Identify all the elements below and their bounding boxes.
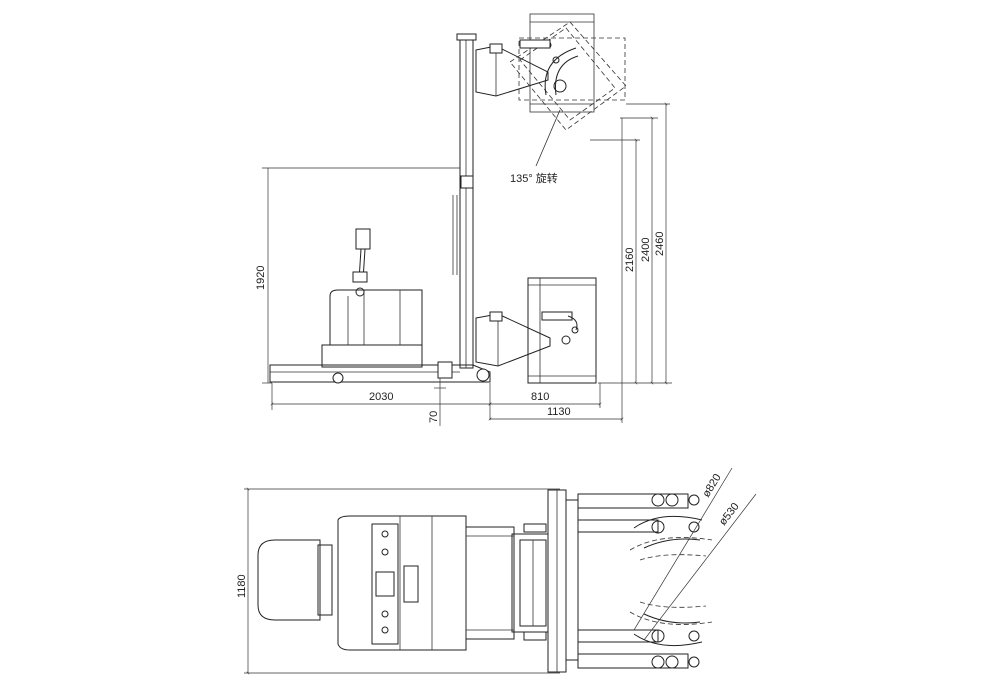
fork-carriage	[547, 489, 579, 673]
dim-2030-label: 2030	[369, 391, 393, 403]
dim-front-length: 1130	[488, 118, 624, 423]
side-view: 135° 旋转 1920 2030 70 810 1	[255, 13, 672, 426]
dim-base-length: 2030	[270, 383, 492, 420]
dim-820-label: ø820	[700, 472, 723, 500]
operator-platform	[257, 539, 333, 621]
dim-2160-label: 2160	[624, 248, 636, 272]
dim-width: 1180	[236, 487, 560, 675]
top-view: 1180	[236, 467, 757, 675]
dim-530-label: ø530	[717, 501, 742, 528]
power-unit	[321, 287, 423, 368]
lower-drum	[527, 277, 597, 384]
dim-fork-reach: 810	[488, 383, 602, 408]
rotation-note: 135° 旋转	[510, 171, 558, 185]
dim-1130-label: 1130	[547, 406, 571, 418]
dim-height-left: 1920	[255, 167, 460, 384]
chassis-base	[269, 361, 491, 384]
rotation-leader	[535, 109, 561, 167]
mast-frame	[465, 523, 549, 641]
control-handle	[352, 228, 371, 283]
dim-1180-label: 1180	[236, 574, 248, 598]
dim-2460-label: 2460	[654, 232, 666, 256]
upper-clamp-arm	[475, 39, 551, 97]
dim-2400-label: 2400	[640, 238, 652, 262]
dim-1920-label: 1920	[255, 266, 267, 290]
lower-clamp-arm	[475, 311, 579, 367]
dim-70-label: 70	[428, 411, 440, 423]
upper-drum	[509, 13, 627, 131]
dim-ground-clearance: 70	[428, 378, 446, 426]
dim-right-verticals: 2160 2400 2460	[590, 102, 672, 385]
lower-arms	[577, 601, 713, 669]
upper-arms	[577, 493, 713, 561]
mast	[452, 33, 477, 369]
dim-810-label: 810	[531, 391, 549, 403]
truck-body	[337, 515, 467, 651]
